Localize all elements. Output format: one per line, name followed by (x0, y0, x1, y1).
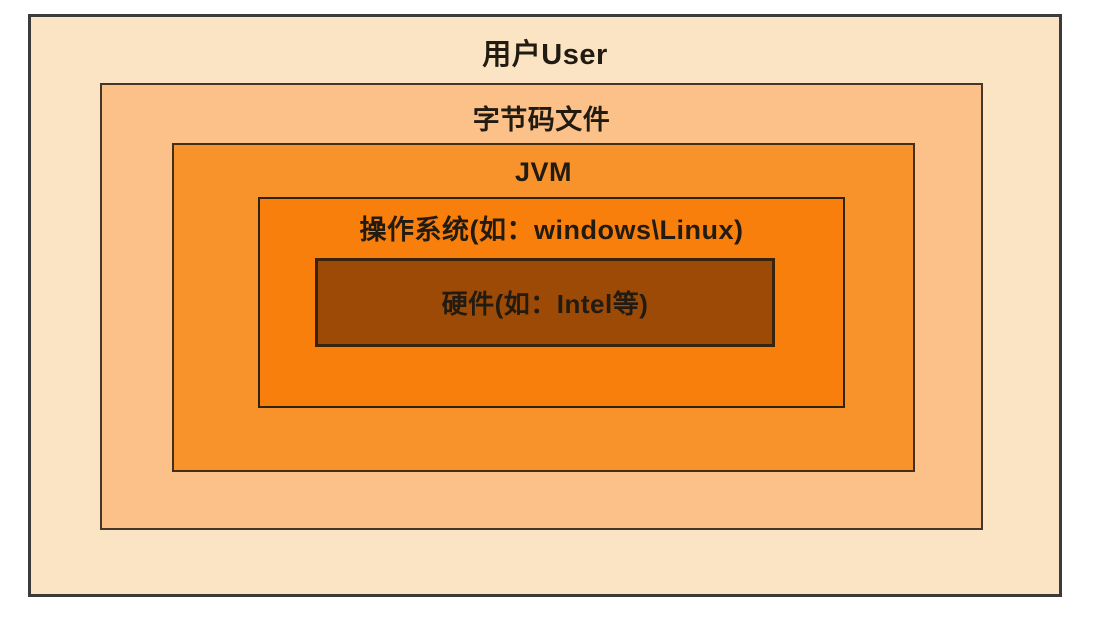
layer-os-box: 操作系统(如：windows\Linux) 硬件(如：Intel等) (258, 197, 845, 408)
layer-hardware-box: 硬件(如：Intel等) (315, 258, 775, 347)
layer-bytecode-box: 字节码文件 JVM 操作系统(如：windows\Linux) 硬件(如：Int… (100, 83, 983, 530)
layer-user-box: 用户User 字节码文件 JVM 操作系统(如：windows\Linux) 硬… (28, 14, 1062, 597)
layer-bytecode-label: 字节码文件 (472, 105, 611, 135)
layer-os-label: 操作系统(如：windows\Linux) (359, 215, 744, 245)
layer-jvm-box: JVM 操作系统(如：windows\Linux) 硬件(如：Intel等) (172, 143, 915, 472)
layer-hardware-label: 硬件(如：Intel等) (441, 289, 649, 319)
layer-jvm-label: JVM (514, 157, 573, 187)
layer-user-label: 用户User (482, 39, 608, 71)
